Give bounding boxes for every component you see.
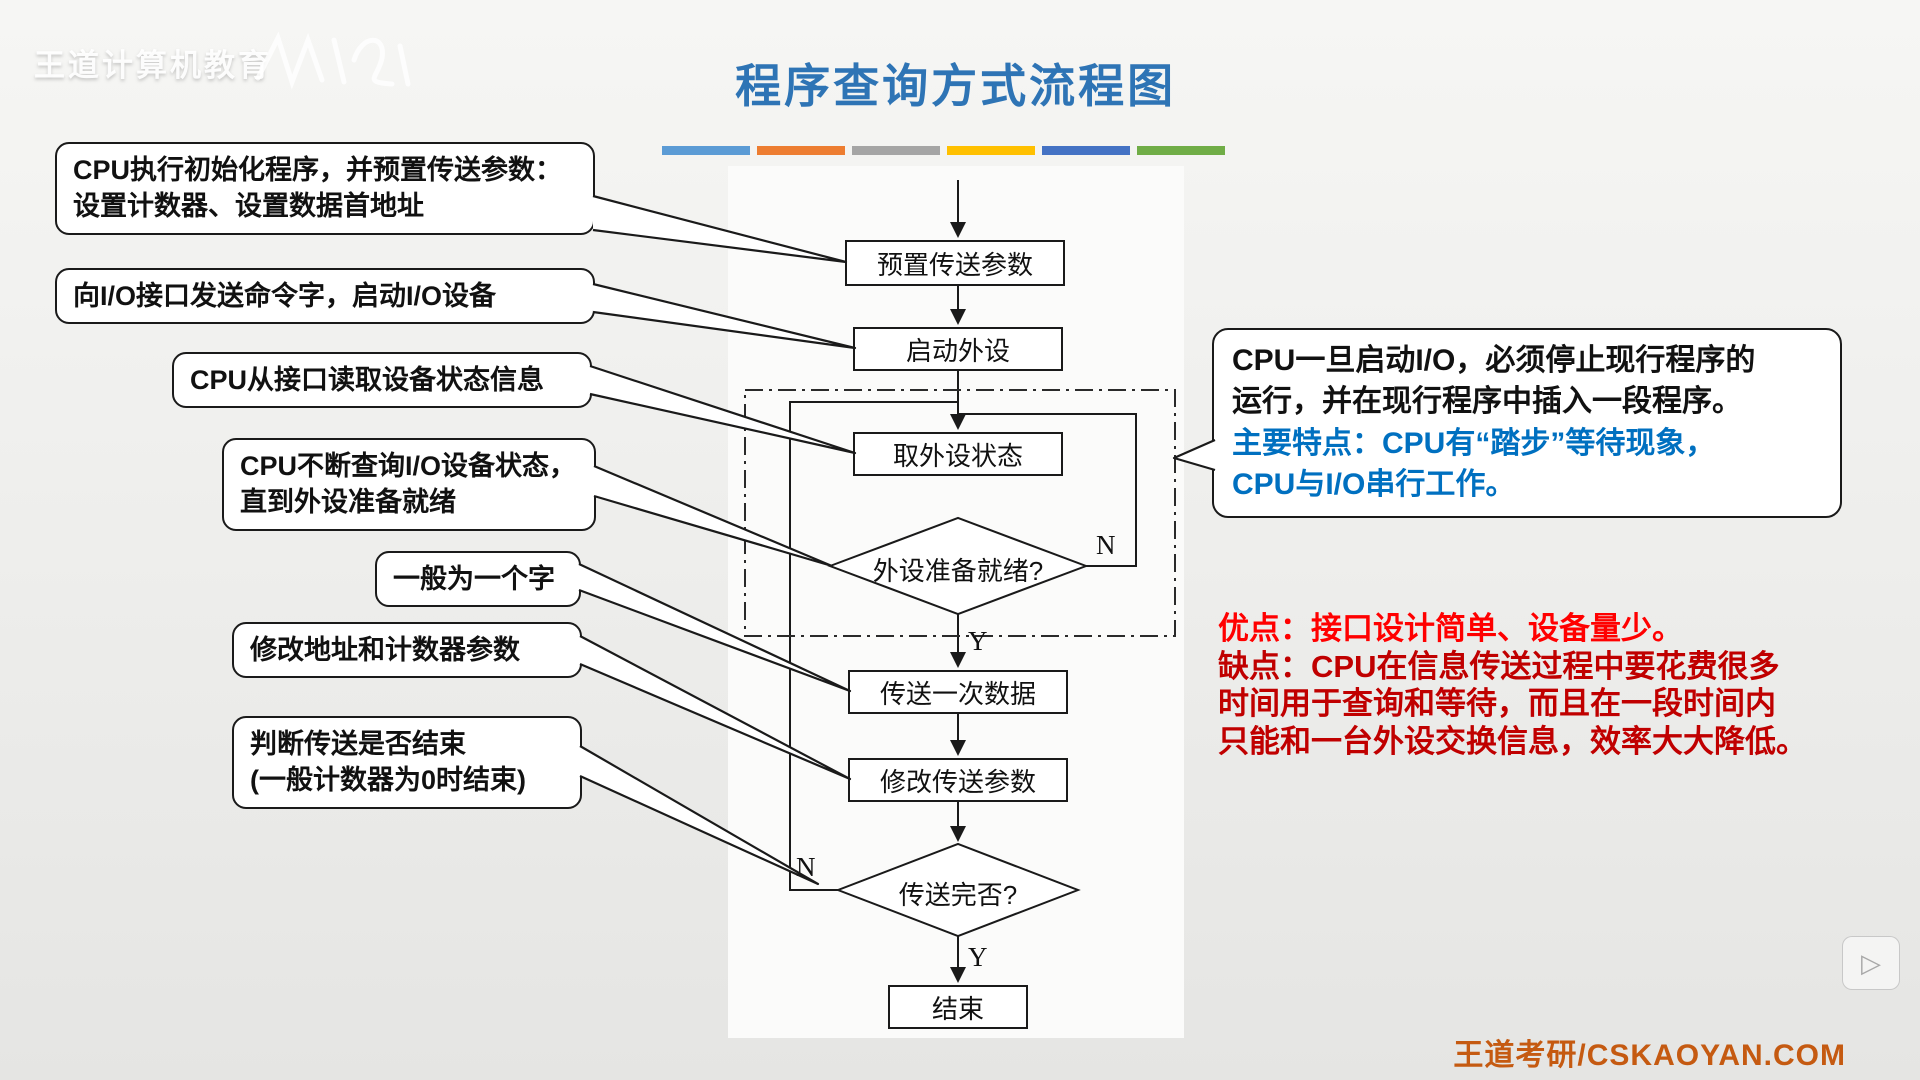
callout-ready-check-line1: CPU不断查询I/O设备状态，: [240, 451, 577, 481]
note-black-line2: 运行，并在现行程序中插入一段程序。: [1232, 385, 1742, 419]
callout-modify: 修改地址和计数器参数: [232, 622, 582, 679]
callout-done-check: 判断传送是否结束 (一般计数器为0时结束): [232, 716, 582, 809]
callout-transfer: 一般为一个字: [375, 551, 581, 608]
watermark-signature-icon: [255, 31, 411, 90]
flow-node-transfer: 传送一次数据: [848, 670, 1068, 714]
callout-get-status: CPU从接口读取设备状态信息: [172, 352, 592, 409]
summary-pros: 优点：接口设计简单、设备量少。: [1218, 611, 1683, 646]
branch-label-ready-no: N: [1096, 530, 1116, 560]
play-button[interactable]: ▷: [1842, 936, 1900, 990]
callout-get-status-line1: CPU从接口读取设备状态信息: [190, 365, 545, 395]
branch-label-done-no: N: [796, 852, 816, 882]
callout-preset: CPU执行初始化程序，并预置传送参数： 设置计数器、设置数据首地址: [55, 142, 595, 235]
watermark-brand: 王道计算机教育: [34, 48, 272, 83]
callout-note: CPU一旦启动I/O，必须停止现行程序的 运行，并在现行程序中插入一段程序。 主…: [1212, 328, 1842, 518]
summary-cons-line2: 时间用于查询和等待，而且在一段时间内: [1218, 686, 1776, 722]
accent-bar-4: [947, 146, 1035, 155]
flow-node-end: 结束: [888, 985, 1028, 1029]
summary-block: 优点：接口设计简单、设备量少。 缺点：CPU在信息传送过程中要花费很多 时间用于…: [1218, 611, 1807, 763]
callout-preset-line2: 设置计数器、设置数据首地址: [73, 191, 424, 222]
callout-transfer-line1: 一般为一个字: [393, 564, 555, 594]
play-icon: ▷: [1861, 947, 1881, 978]
flow-node-done-check: 传送完否?: [898, 880, 1018, 910]
summary-cons-line3: 只能和一台外设交换信息，效率大大降低。: [1218, 724, 1807, 760]
note-black-line1: CPU一旦启动I/O，必须停止现行程序的: [1232, 344, 1756, 377]
callout-ready-check-line2: 直到外设准备就绪: [240, 487, 456, 518]
accent-bar-2: [757, 146, 845, 155]
branch-label-done-yes: Y: [968, 942, 988, 972]
footer-brand: 王道考研/CSKAOYAN.COM: [1453, 1039, 1846, 1072]
flow-node-start-device: 启动外设: [853, 327, 1063, 371]
page-title: 程序查询方式流程图: [735, 61, 1177, 112]
accent-bars: [662, 146, 1225, 155]
callout-ready-check: CPU不断查询I/O设备状态， 直到外设准备就绪: [222, 438, 596, 531]
callout-done-check-line2: (一般计数器为0时结束): [250, 765, 526, 796]
branch-label-ready-yes: Y: [968, 626, 988, 656]
note-blue-line1: 主要特点：CPU有“踏步”等待现象，: [1232, 426, 1716, 460]
accent-bar-5: [1042, 146, 1130, 155]
accent-bar-6: [1137, 146, 1225, 155]
summary-cons-line1: 缺点：CPU在信息传送过程中要花费很多: [1218, 648, 1780, 684]
callout-start-device-line1: 向I/O接口发送命令字，启动I/O设备: [73, 281, 497, 311]
flow-node-preset: 预置传送参数: [845, 240, 1065, 286]
callout-modify-line1: 修改地址和计数器参数: [250, 635, 520, 665]
callout-done-check-line1: 判断传送是否结束: [250, 729, 466, 759]
note-blue-line2: CPU与I/O串行工作。: [1232, 468, 1516, 502]
callout-start-device: 向I/O接口发送命令字，启动I/O设备: [55, 268, 595, 325]
accent-bar-3: [852, 146, 940, 155]
accent-bar-1: [662, 146, 750, 155]
flow-node-get-status: 取外设状态: [853, 432, 1063, 476]
flow-node-ready-check: 外设准备就绪?: [872, 556, 1044, 586]
flow-node-modify: 修改传送参数: [848, 758, 1068, 802]
callout-preset-line1: CPU执行初始化程序，并预置传送参数：: [73, 155, 563, 185]
